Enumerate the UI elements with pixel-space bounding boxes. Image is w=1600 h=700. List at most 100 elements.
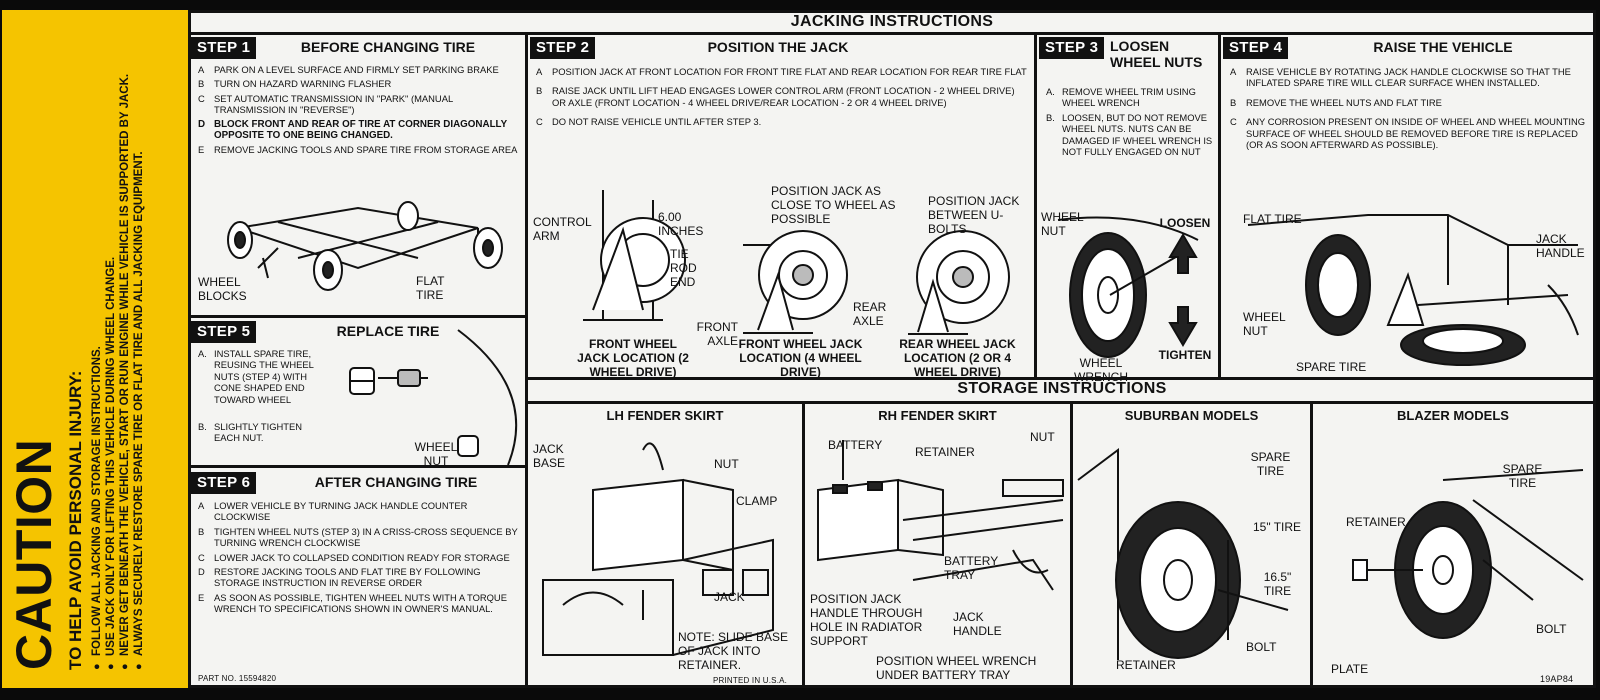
step6-list: ALower vehicle by turning jack handle co… [198, 500, 518, 615]
divider [802, 401, 805, 688]
step4-label-flat: FLAT TIRE [1243, 212, 1302, 226]
step2-title: POSITION THE JACK [707, 39, 849, 55]
step3-label-wrench: WHEEL WRENCH [1074, 356, 1128, 384]
step3-label-loosen: LOOSEN [1159, 216, 1211, 230]
step2-label-control-arm: CONTROL ARM [533, 215, 592, 243]
caution-subtitle: TO HELP AVOID PERSONAL INJURY: [66, 370, 85, 670]
step2-label-close: POSITION JACK AS CLOSE TO WHEEL AS POSSI… [771, 184, 896, 226]
step5-badge: STEP 5 [191, 321, 257, 343]
step5-label-nut: WHEEL NUT [414, 440, 458, 468]
rh-fender-illustration [817, 440, 1064, 591]
caution-item: Never get beneath the vehicle, start or … [118, 24, 132, 670]
step2-caption-front-4wd: FRONT WHEEL JACK LOCATION (4 WHEEL DRIVE… [738, 337, 863, 379]
divider [1070, 401, 1073, 688]
step2-label-tie-rod: TIE ROD END [670, 247, 697, 289]
rh-title: RH FENDER SKIRT [878, 408, 997, 423]
step4-badge: STEP 4 [1223, 37, 1289, 59]
rh-label-battery: BATTERY [828, 438, 883, 452]
step4-label-spare: SPARE TIRE [1296, 360, 1367, 374]
jack-front-4wd-illustration [743, 230, 848, 334]
divider [188, 10, 1596, 13]
step2-caption-rear: REAR WHEEL JACK LOCATION (2 OR 4 WHEEL D… [899, 337, 1016, 379]
blazer-label-plate: PLATE [1331, 662, 1369, 676]
step1-label-flat: FLAT TIRE [416, 274, 445, 302]
printed-in: PRINTED IN U.S.A. [713, 676, 788, 685]
divider [1593, 10, 1596, 688]
suburban-label-bolt: BOLT [1246, 640, 1277, 654]
suburban-label-retainer: RETAINER [1116, 658, 1176, 672]
suburban-label-15: 15" TIRE [1252, 520, 1302, 534]
lh-label-nut: NUT [714, 457, 739, 471]
blazer-label-bolt: BOLT [1536, 622, 1567, 636]
jacking-banner: JACKING INSTRUCTIONS [790, 13, 994, 30]
step2-list: APosition jack at front location for fro… [536, 66, 1027, 128]
step1-list: APark on a level surface and firmly set … [198, 64, 518, 156]
step2-label-front-axle: FRONT AXLE [696, 320, 738, 348]
blazer-spare-illustration [1352, 469, 1584, 639]
step1-title: BEFORE CHANGING TIRE [300, 39, 476, 55]
rh-label-battery-tray: BATTERY TRAY [944, 554, 999, 582]
step5-list: A.Install spare tire, reusing the wheel … [198, 348, 314, 444]
form-code: 19AP84 [1540, 674, 1574, 684]
step2-label-inches: 6.00 INCHES [658, 210, 704, 238]
divider [188, 685, 1596, 688]
divider [188, 315, 528, 318]
lh-label-jack: JACK [714, 590, 745, 604]
step2-caption-front-2wd: FRONT WHEEL JACK LOCATION (2 WHEEL DRIVE… [577, 337, 689, 379]
instruction-sheet: JACKING INSTRUCTIONS STORAGE INSTRUCTION… [188, 10, 1596, 688]
jack-front-2wd-illustration [583, 190, 686, 321]
lh-label-clamp: CLAMP [736, 494, 778, 508]
caution-item: Use jack only for lifting this vehicle d… [104, 24, 118, 670]
suburban-title: SUBURBAN MODELS [1124, 408, 1259, 423]
caution-item: Follow all jacking and storage instructi… [90, 24, 104, 670]
suburban-spare-illustration [1077, 448, 1289, 660]
blazer-label-spare: SPARE TIRE [1502, 462, 1543, 490]
step3-badge: STEP 3 [1039, 37, 1105, 59]
step5-title: REPLACE TIRE [336, 323, 440, 339]
step2-label-between: POSITION JACK BETWEEN U-BOLTS [928, 194, 1020, 236]
step3-label-tighten: TIGHTEN [1158, 348, 1212, 362]
wheel-wrench-illustration [1057, 216, 1199, 358]
step2-label-rear-axle: REAR AXLE [853, 300, 887, 328]
step6-title: AFTER CHANGING TIRE [314, 474, 478, 490]
jack-rear-illustration [908, 230, 1010, 335]
step2-badge: STEP 2 [530, 37, 596, 59]
step4-label-handle: JACK HANDLE [1536, 232, 1585, 260]
caution-list: Follow all jacking and storage instructi… [90, 24, 146, 670]
caution-item: Always securely restore spare tire or fl… [132, 24, 146, 670]
divider [188, 465, 528, 468]
rh-wrench-note: POSITION WHEEL WRENCH UNDER BATTERY TRAY [876, 654, 1037, 682]
divider [188, 32, 1596, 35]
step3-list: A.Remove wheel trim using wheel wrench B… [1046, 86, 1213, 158]
rh-label-jack-handle: JACK HANDLE [953, 610, 1002, 638]
step1-badge: STEP 1 [191, 37, 257, 59]
divider [528, 401, 1596, 404]
rh-handle-note: POSITION JACK HANDLE THROUGH HOLE IN RAD… [810, 592, 923, 648]
step4-title: RAISE THE VEHICLE [1373, 39, 1513, 55]
storage-banner: STORAGE INSTRUCTIONS [957, 380, 1167, 397]
loosen-tighten-arrows [1168, 233, 1198, 347]
divider [528, 377, 1596, 380]
blazer-label-retainer: RETAINER [1346, 515, 1406, 529]
divider [188, 10, 191, 688]
rh-label-nut: NUT [1030, 430, 1055, 444]
raise-vehicle-illustration [1247, 214, 1579, 366]
step4-list: ARaise vehicle by rotating jack handle c… [1230, 66, 1586, 151]
step4-label-nut: WHEEL NUT [1243, 310, 1286, 338]
suburban-label-165: 16.5" TIRE [1263, 570, 1292, 598]
divider [525, 32, 528, 688]
lh-label-jack-base: JACK BASE [533, 442, 566, 470]
divider [1218, 32, 1221, 380]
blazer-title: BLAZER MODELS [1397, 408, 1509, 423]
divider [1034, 32, 1037, 380]
wheel-nut-illustration [349, 329, 518, 466]
step3-title: LOOSEN WHEEL NUTS [1110, 38, 1203, 70]
lh-note: NOTE: SLIDE BASE OF JACK INTO RETAINER. [678, 630, 789, 672]
step6-badge: STEP 6 [191, 472, 257, 494]
lh-title: LH FENDER SKIRT [606, 408, 724, 423]
rh-label-retainer: RETAINER [915, 445, 975, 459]
suburban-label-spare: SPARE TIRE [1250, 450, 1291, 478]
part-number: PART NO. 15594820 [198, 674, 277, 683]
lh-fender-illustration [542, 442, 774, 656]
step3-label-nut: WHEEL NUT [1041, 210, 1084, 238]
